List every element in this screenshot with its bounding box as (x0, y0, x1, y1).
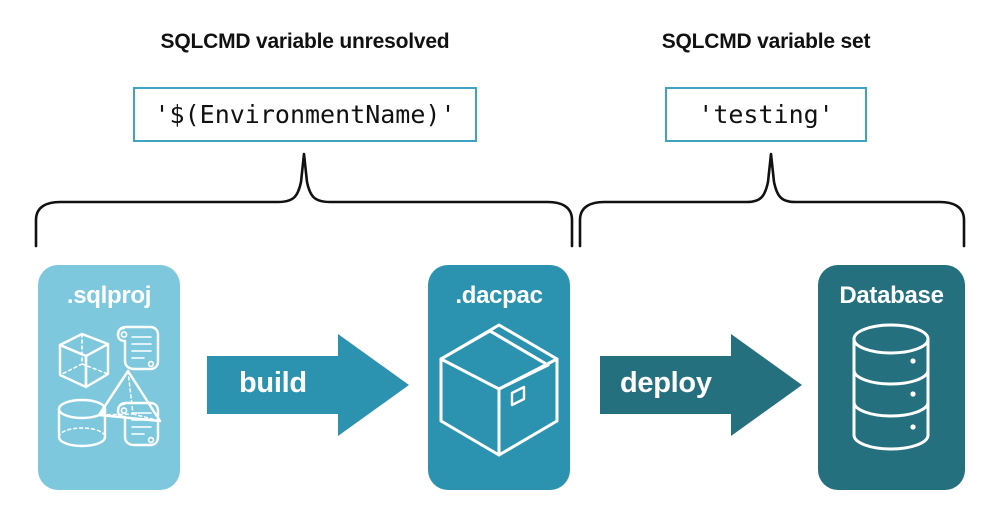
heading-left: SQLCMD variable unresolved (160, 30, 450, 53)
sqlcmd-value-box-left[interactable]: '$(EnvironmentName)' (133, 87, 477, 142)
sqlcmd-value-right: 'testing' (698, 100, 834, 129)
sqlproj-artwork (57, 325, 162, 448)
cylinder-icon (57, 398, 107, 448)
heading-right: SQLCMD variable set (661, 30, 871, 53)
sqlcmd-value-left: '$(EnvironmentName)' (154, 100, 456, 129)
arrow-build[interactable]: build (207, 334, 409, 441)
package-box-icon (439, 323, 559, 457)
stage-card-dacpac-label: .dacpac (455, 282, 543, 309)
stage-card-database-label: Database (839, 282, 944, 309)
brace-left (34, 152, 574, 248)
arrow-deploy-shape (600, 334, 802, 436)
arrow-deploy[interactable]: deploy (600, 334, 802, 441)
stage-card-sqlproj-label: .sqlproj (66, 282, 152, 309)
stage-card-sqlproj[interactable]: .sqlproj (38, 265, 180, 490)
dacpac-artwork (439, 323, 559, 457)
database-cylinder-icon (852, 323, 930, 451)
scroll-icon (116, 325, 160, 371)
arrow-build-shape (207, 334, 409, 436)
cube-icon (58, 332, 110, 389)
sqlcmd-value-box-right[interactable]: 'testing' (665, 87, 867, 142)
arrow-build-label: build (239, 367, 307, 399)
stage-card-dacpac[interactable]: .dacpac (428, 265, 570, 490)
scroll-icon (116, 401, 160, 447)
stage-card-database[interactable]: Database (818, 265, 965, 490)
database-artwork (852, 323, 930, 451)
brace-right (578, 152, 966, 248)
arrow-deploy-label: deploy (620, 367, 712, 399)
